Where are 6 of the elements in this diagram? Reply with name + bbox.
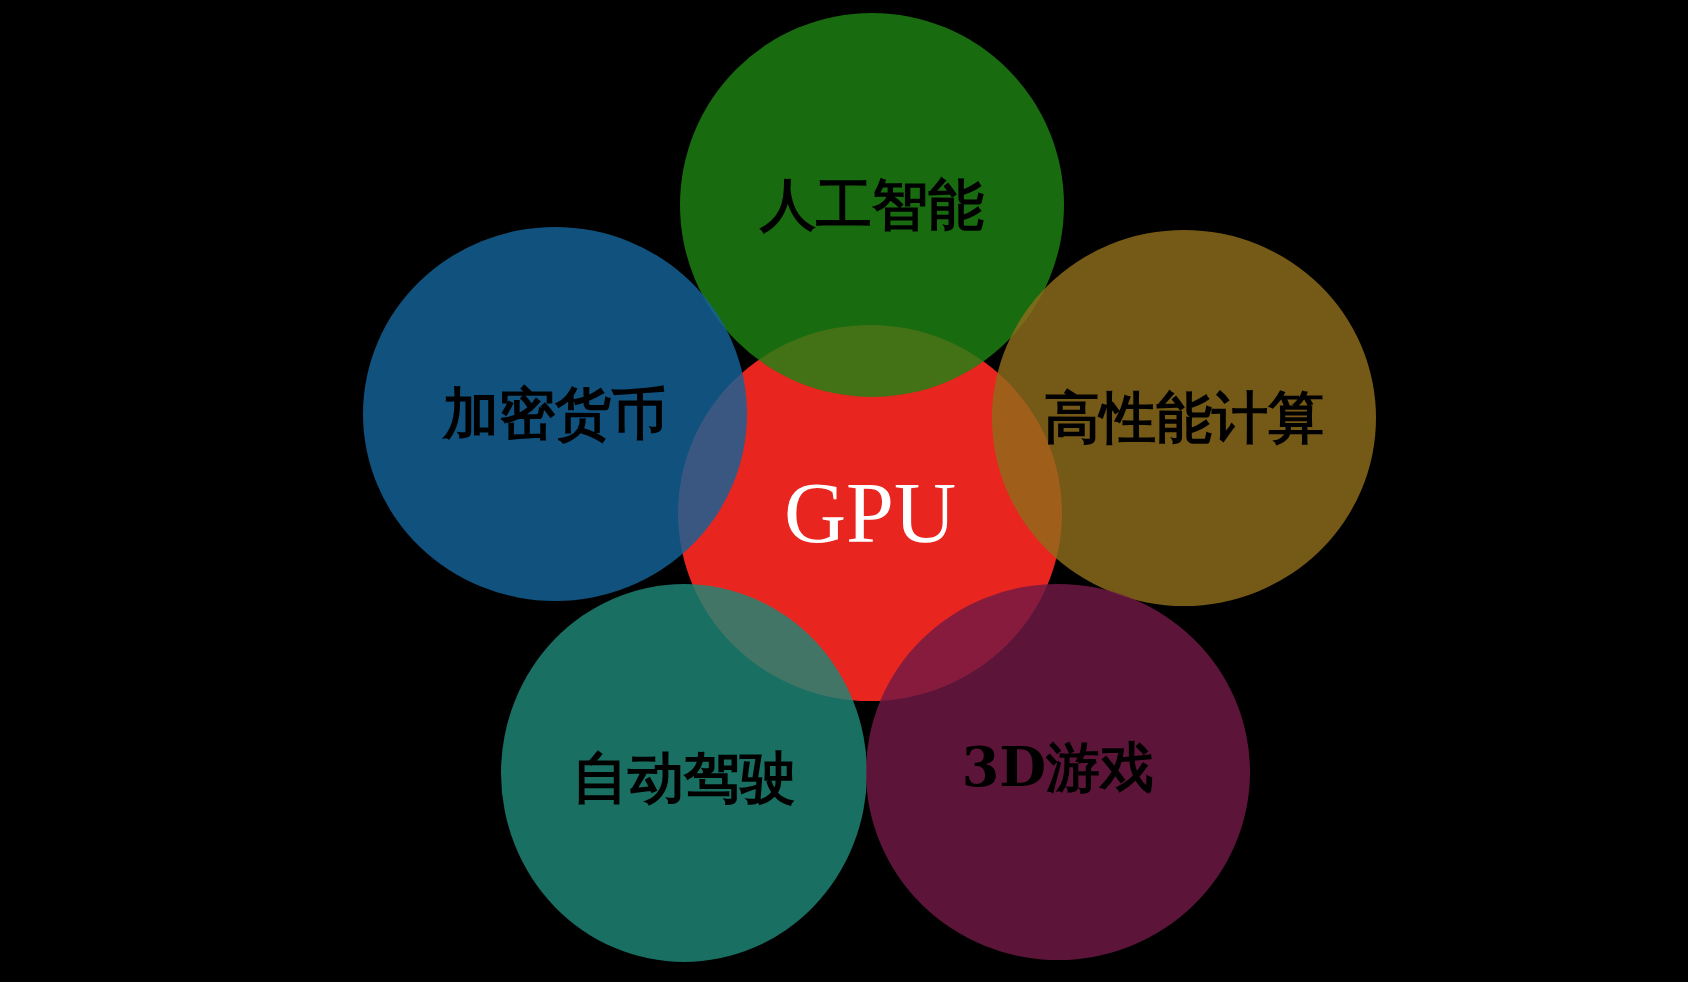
circle-label: 3D游戏 (961, 740, 1155, 794)
circle-label: 加密货币 (443, 386, 667, 442)
circle-label: 自动驾驶 (572, 750, 796, 806)
circle-label: 高性能计算 (1044, 390, 1324, 446)
circle-label: GPU (784, 470, 956, 556)
circle-label: 人工智能 (760, 177, 984, 233)
